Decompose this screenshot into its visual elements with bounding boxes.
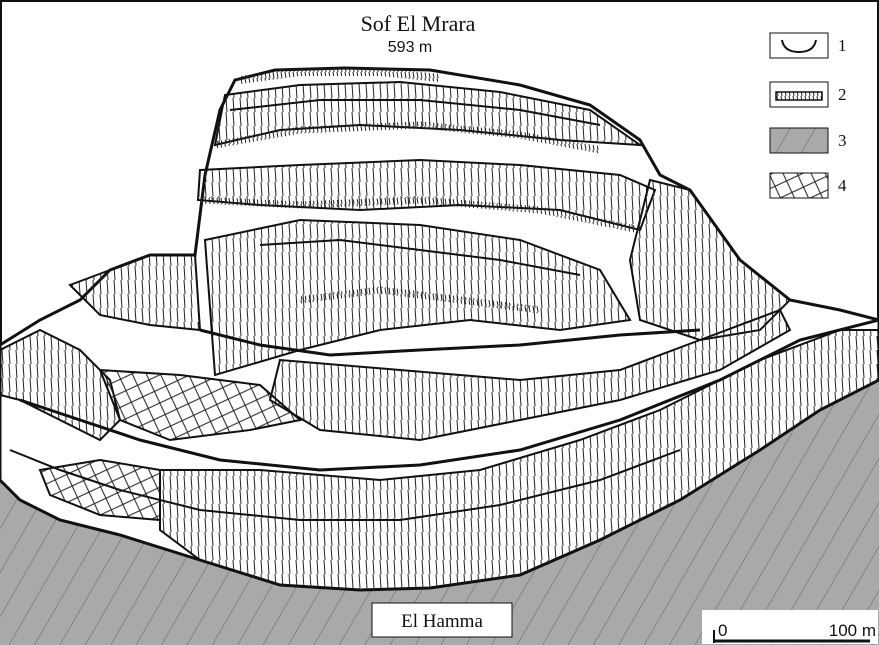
scale-bar-start-label: 0 <box>718 621 727 640</box>
grey-diagonal-hatch-icon <box>770 128 828 153</box>
place-label: El Hamma <box>401 611 483 632</box>
legend-number-3: 3 <box>838 131 847 150</box>
legend: 1 2 3 4 <box>770 33 847 198</box>
legend-number-1: 1 <box>838 36 847 55</box>
legend-item-3: 3 <box>770 128 847 153</box>
legend-number-4: 4 <box>838 176 847 195</box>
legend-number-2: 2 <box>838 85 847 104</box>
hatched-ledge-icon <box>776 92 822 100</box>
scale-bar-end-label: 100 m <box>829 621 876 640</box>
legend-item-2: 2 <box>770 82 847 107</box>
scale-bar: 0 100 m <box>702 610 878 644</box>
summit-elevation: 593 m <box>388 39 432 56</box>
crosshatch-icon <box>770 173 828 198</box>
legend-swatch-1 <box>770 33 828 58</box>
summit-name: Sof El Mrara <box>361 11 476 36</box>
legend-item-4: 4 <box>770 173 847 198</box>
legend-item-1: 1 <box>770 33 847 58</box>
